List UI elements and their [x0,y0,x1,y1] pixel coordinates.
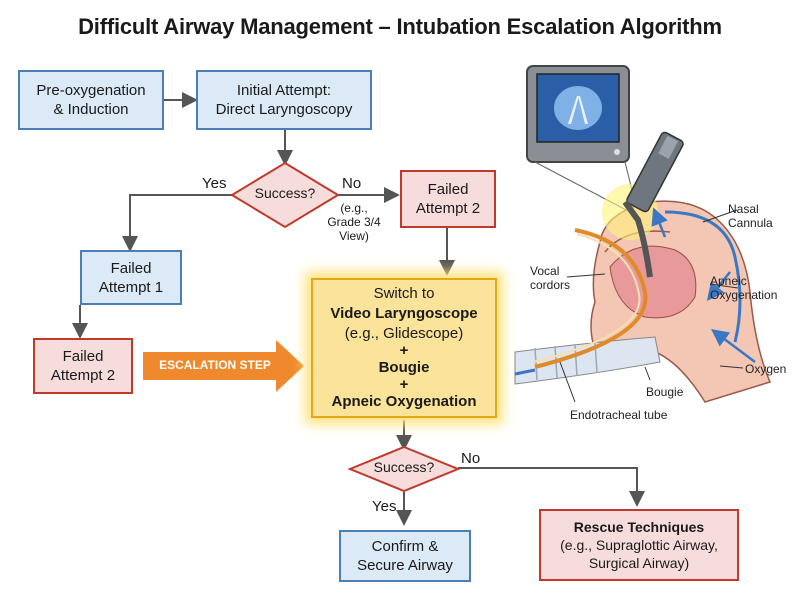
nasal-line2: Cannula [728,216,773,230]
arrow-no2-to-rescue [458,467,645,507]
failed-attempt2-left-box: Failed Attempt 2 [33,338,133,394]
airway-illustration [514,65,772,403]
confirm-line1: Confirm & [371,538,439,555]
failed1-line2: Attempt 1 [98,278,164,296]
endotracheal-tube [534,228,648,369]
oxygen-label: Oxygen [745,362,787,376]
switch-line4: Bougie [378,359,430,376]
initial-line2: Direct Laryngoscopy [215,101,353,118]
no1-label: No [342,175,362,192]
failed-attempt2-right-box: Failed Attempt 2 [400,170,496,228]
video-laryngoscope [622,131,684,278]
switch-line1: Switch to [373,285,435,302]
apneic-line2: Oxygenation [710,288,778,302]
switch-line2: Video Laryngoscope [330,305,478,322]
failed2l-line1: Failed [62,348,104,365]
vocal-line2: cordors [530,278,571,292]
success2-label: Success? [373,459,435,475]
preox-line1: Pre-oxygenation [36,82,146,99]
page-title: Difficult Airway Management – Intubation… [78,14,722,39]
upper-flow-arrow [651,207,668,238]
nasal-cannula [664,210,742,343]
no1-note-line3: View) [339,229,369,243]
failed2r-line1: Failed [427,181,469,198]
failed2r-line2: Attempt 2 [415,200,481,217]
failed-attempt1-box: Failed Attempt 1 [80,250,182,305]
preoxygenation-box: Pre-oxygenation & Induction [18,70,164,130]
no1-note: (e.g., Grade 3/4 View) [322,201,386,243]
success1-diamond [230,161,340,229]
switch-to-video-box: Switch to Video Laryngoscope (e.g., Glid… [311,278,497,418]
yes1-label: Yes [202,175,227,192]
no1-note-line1: (e.g., [340,201,368,215]
oxygen-flow-arrow [711,329,756,363]
failed2l-line2: Attempt 2 [50,367,116,384]
confirm-line2: Secure Airway [357,557,453,574]
video-monitor [526,65,630,163]
success1-label: Success? [254,185,316,201]
trachea [514,336,661,385]
rescue-line1: (e.g., Supraglottic Airway, [560,537,718,553]
nasal-line1: Nasal [728,202,759,216]
preox-line2: & Induction [53,101,129,118]
no2-label: No [461,450,481,467]
no1-note-line2: Grade 3/4 [327,215,381,229]
switch-plus2: + [399,376,409,393]
bougie [532,233,641,363]
initial-attempt-box: Initial Attempt: Direct Laryngoscopy [196,70,372,130]
vocal-cords-label: Vocal cordors [530,264,570,292]
rescue-line2: Surgical Airway) [588,555,690,571]
arrow-yes1-to-failed1 [122,194,232,252]
switch-line3: (e.g., Glidescope) [344,325,464,342]
vocal-line1: Vocal [530,264,560,278]
escalation-arrow [143,340,304,392]
yes2-label: Yes [372,498,397,515]
escalation-step-label: ESCALATION STEP [159,358,271,372]
rescue-title: Rescue Techniques [573,519,705,535]
confirm-airway-box: Confirm & Secure Airway [339,530,471,582]
switch-line5: Apneic Oxygenation [331,393,477,410]
apneic-line1: Apneic [710,274,747,288]
failed1-line1: Failed [110,259,152,277]
initial-line1: Initial Attempt: [236,82,332,99]
apneic-oxygenation-label: Apneic Oxygenation [710,274,777,302]
success2-diamond [347,445,461,493]
rescue-techniques-box: Rescue Techniques (e.g., Supraglottic Ai… [539,509,739,581]
bougie-label: Bougie [646,385,684,399]
switch-plus1: + [399,342,409,359]
nasal-cannula-label: Nasal Cannula [728,202,773,230]
apneic-flow-arrow [706,271,731,301]
endotracheal-tube-label: Endotracheal tube [570,408,668,422]
